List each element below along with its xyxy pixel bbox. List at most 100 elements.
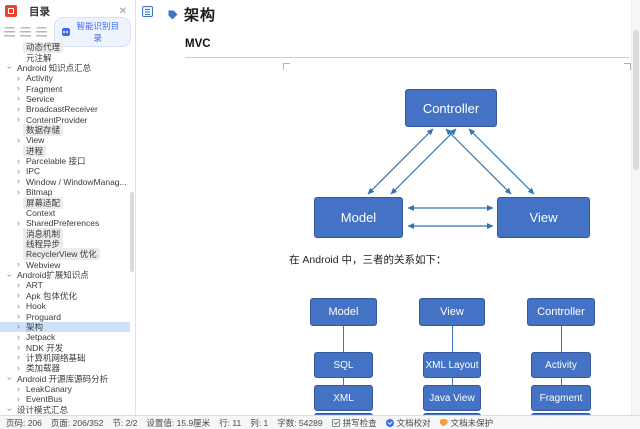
- status-field: 行: 11: [219, 417, 242, 428]
- outline-item[interactable]: › 架构: [0, 321, 130, 333]
- partial-node-box: [314, 413, 373, 415]
- chevron-down-icon[interactable]: ›: [5, 408, 15, 412]
- outline-list-icon[interactable]: [4, 26, 15, 38]
- chevron-right-icon[interactable]: ›: [17, 176, 20, 187]
- chevron-right-icon[interactable]: ›: [17, 165, 20, 176]
- outline-item[interactable]: › Parcelable 接口: [0, 156, 130, 166]
- outline-item-label: SharedPreferences: [26, 218, 100, 229]
- outline-item-label: Parcelable 接口: [26, 156, 86, 167]
- column-child-box: XML: [314, 385, 373, 411]
- chevron-right-icon[interactable]: ›: [17, 393, 20, 404]
- outline-item[interactable]: Context: [0, 208, 130, 218]
- outline-item-label: 计算机网络基础: [26, 352, 86, 363]
- outline-item[interactable]: 线程异步: [0, 238, 130, 251]
- outline-item-label: View: [26, 135, 45, 146]
- sidebar-scrollbar-thumb[interactable]: [130, 192, 134, 272]
- chevron-right-icon[interactable]: ›: [17, 259, 20, 270]
- outline-item[interactable]: 元注解: [0, 52, 130, 63]
- outline-item[interactable]: ›Android扩展知识点: [0, 270, 130, 280]
- chevron-right-icon[interactable]: ›: [17, 114, 20, 125]
- chevron-right-icon[interactable]: ›: [17, 342, 20, 353]
- outline-item[interactable]: ›设计模式汇总: [0, 405, 130, 415]
- outline-item[interactable]: ›LeakCanary: [0, 384, 130, 394]
- spell-check-button[interactable]: 拼写检查: [331, 417, 377, 429]
- outline-item[interactable]: ›Window / WindowManag...: [0, 177, 130, 187]
- outline-level-icon[interactable]: [19, 26, 31, 38]
- chevron-down-icon[interactable]: ›: [5, 273, 15, 277]
- outline-item[interactable]: ›IPC: [0, 166, 130, 176]
- close-icon[interactable]: ✕: [118, 5, 127, 17]
- chevron-right-icon[interactable]: ›: [17, 331, 20, 342]
- outline-item-label: 架构: [26, 321, 44, 332]
- outline-item-label: 消息机制: [23, 227, 64, 240]
- outline-item[interactable]: 数据存储: [0, 124, 130, 137]
- chevron-right-icon[interactable]: ›: [17, 83, 20, 94]
- outline-item[interactable]: 消息机制: [0, 227, 130, 240]
- outline-item[interactable]: ›EventBus: [0, 394, 130, 404]
- outline-item[interactable]: ›ContentProvider: [0, 115, 130, 125]
- outline-item[interactable]: ›Android 知识点汇总: [0, 63, 130, 73]
- outline-item[interactable]: RecyclerView 优化: [0, 248, 130, 261]
- page-corner-mark-left: [283, 63, 290, 70]
- outline-item[interactable]: ›Apk 包体优化: [0, 291, 130, 301]
- status-field: 页码: 206: [6, 417, 42, 428]
- proofread-button[interactable]: 文档校对: [385, 417, 431, 429]
- chevron-right-icon[interactable]: ›: [17, 362, 20, 373]
- page-corner-mark-right: [624, 63, 631, 70]
- outline-item[interactable]: ›Android 开源库源码分析: [0, 374, 130, 384]
- outline-item-label: 屏幕适配: [23, 196, 64, 209]
- outline-item[interactable]: ›类加载器: [0, 363, 130, 373]
- outline-settings-icon[interactable]: [35, 26, 47, 38]
- controller-box: Controller: [405, 89, 497, 127]
- chevron-right-icon[interactable]: ›: [17, 186, 20, 197]
- outline-item[interactable]: › 计算机网络基础: [0, 353, 130, 363]
- outline-item-label: 设计模式汇总: [17, 404, 69, 415]
- doc-heading: 架构: [184, 7, 217, 24]
- chevron-down-icon[interactable]: ›: [5, 66, 15, 70]
- chevron-right-icon[interactable]: ›: [17, 321, 20, 332]
- status-field: 列: 1: [250, 417, 269, 428]
- document-scrollbar-thumb[interactable]: [633, 30, 639, 170]
- chevron-right-icon[interactable]: ›: [17, 103, 20, 114]
- chevron-right-icon[interactable]: ›: [17, 279, 20, 290]
- outline-item[interactable]: ›Jetpack: [0, 332, 130, 342]
- outline-item[interactable]: ›BroadcastReceiver: [0, 104, 130, 114]
- outline-item[interactable]: ›Service: [0, 94, 130, 104]
- chevron-right-icon[interactable]: ›: [17, 93, 20, 104]
- protection-label: 文档未保护: [450, 417, 494, 428]
- outline-item-label: 线程异步: [23, 238, 64, 251]
- document-scrollbar[interactable]: [631, 0, 640, 415]
- outline-item[interactable]: ›Webview: [0, 260, 130, 270]
- outline-item[interactable]: ›Bitmap: [0, 187, 130, 197]
- sidebar-scrollbar[interactable]: [130, 42, 134, 411]
- outline-item[interactable]: ›ART: [0, 280, 130, 290]
- chevron-down-icon[interactable]: ›: [5, 377, 15, 381]
- outline-item-label: Android 开源库源码分析: [17, 373, 109, 384]
- chevron-right-icon[interactable]: ›: [17, 217, 20, 228]
- outline-panel-header: 目录 ✕: [0, 0, 135, 22]
- outline-item[interactable]: 动态代理: [0, 42, 130, 54]
- outline-item[interactable]: › SharedPreferences: [0, 218, 130, 228]
- outline-item[interactable]: ›Hook: [0, 301, 130, 311]
- outline-toggle-icon[interactable]: [142, 6, 153, 17]
- chevron-right-icon[interactable]: ›: [17, 383, 20, 394]
- column-connector: [560, 378, 562, 385]
- chevron-right-icon[interactable]: ›: [17, 311, 20, 322]
- chevron-right-icon[interactable]: ›: [17, 134, 20, 145]
- outline-item[interactable]: 进程: [0, 144, 130, 157]
- chevron-right-icon[interactable]: ›: [17, 290, 20, 301]
- outline-item[interactable]: ›Fragment: [0, 83, 130, 94]
- outline-item[interactable]: › View: [0, 135, 130, 145]
- outline-item[interactable]: ›Activity: [0, 73, 130, 83]
- outline-item[interactable]: ›Proguard: [0, 311, 130, 322]
- chevron-right-icon[interactable]: ›: [17, 155, 20, 166]
- protection-status[interactable]: 文档未保护: [439, 417, 494, 429]
- smart-recognize-button[interactable]: 智能识别目录: [53, 17, 131, 47]
- spell-check-icon: [331, 418, 340, 427]
- outline-item[interactable]: 屏幕适配: [0, 196, 130, 209]
- chevron-right-icon[interactable]: ›: [17, 72, 20, 83]
- chevron-right-icon[interactable]: ›: [17, 300, 20, 311]
- chevron-right-icon[interactable]: ›: [17, 352, 20, 363]
- outline-item[interactable]: ›NDK 开发: [0, 342, 130, 353]
